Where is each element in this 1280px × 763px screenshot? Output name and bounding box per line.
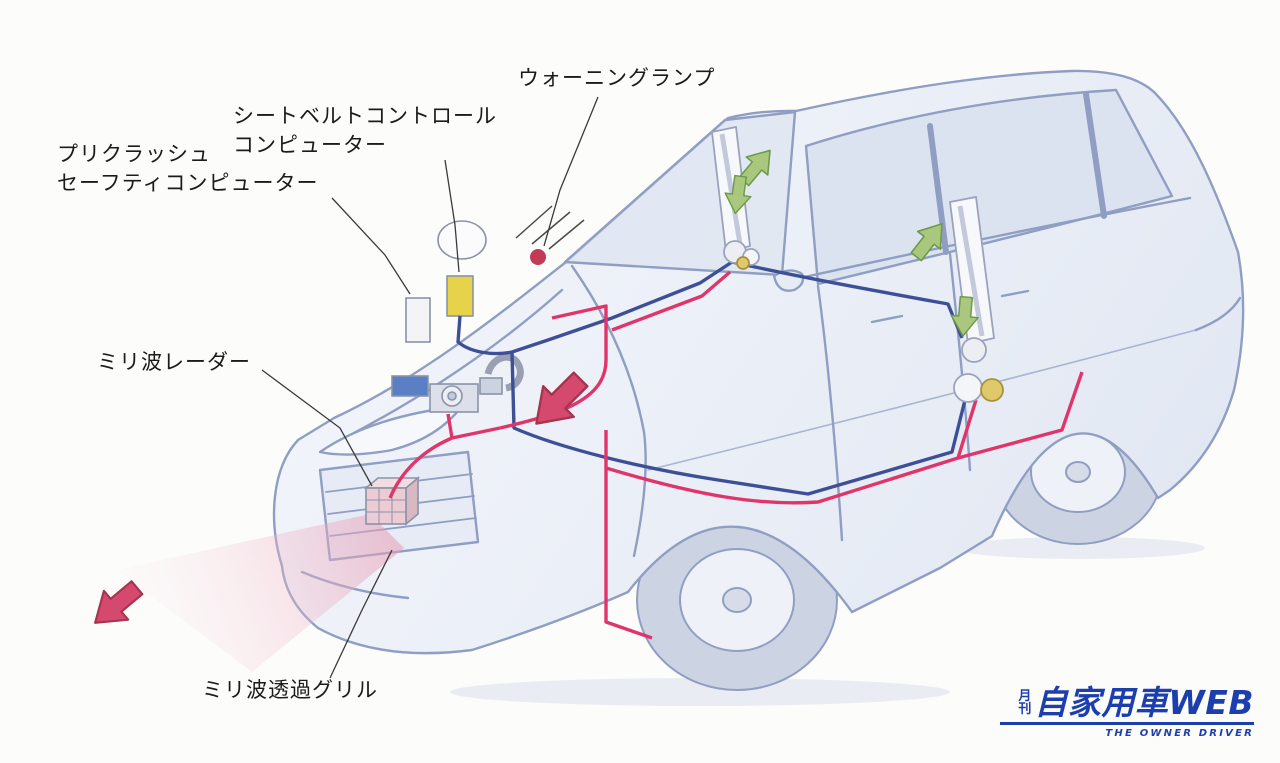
- label-warning-lamp: ウォーニングランプ: [518, 64, 715, 93]
- headlight: [318, 404, 464, 456]
- logo-row: 月刊 自家用車WEB: [1000, 686, 1254, 719]
- label-precrash-computer-line2: セーフティコンピューター: [57, 171, 319, 196]
- leader-warning-lamp: [543, 96, 599, 247]
- radar-beam: [116, 514, 404, 672]
- pink-wire-cowl-loop: [499, 304, 608, 430]
- warning-lamp-dot: [530, 249, 546, 265]
- hood-seam: [350, 288, 564, 436]
- seatbelt-computer-box: [446, 275, 474, 317]
- ecu-blue-box: [391, 375, 429, 397]
- logo-prefix: 月刊: [1018, 688, 1032, 718]
- logo-tagline: THE OWNER DRIVER: [1105, 728, 1254, 739]
- pink-wiring: [388, 270, 1084, 640]
- side-crease-line: [647, 329, 1197, 471]
- front-belt-strap: [719, 133, 743, 245]
- radar-unit-face: [365, 487, 407, 525]
- label-seatbelt-computer-line1: シートベルトコントロール: [233, 104, 497, 128]
- label-mmwave-radar-text: ミリ波レーダー: [97, 350, 251, 374]
- leader-seatbelt-computer: [444, 159, 460, 273]
- pink-wire-front-drop: [604, 430, 653, 640]
- label-warning-lamp-text: ウォーニングランプ: [518, 66, 716, 90]
- pink-wire-beltline: [611, 270, 732, 332]
- front-door-seam: [816, 284, 844, 542]
- rear-lamp-line: [1194, 296, 1242, 332]
- pink-wire-floor-run: [605, 399, 978, 505]
- blue-wire-to-front-retractor: [456, 260, 733, 356]
- beltline: [780, 196, 1192, 284]
- c-pillar-line: [1083, 91, 1107, 219]
- pink-wire-radar-to-ecu: [388, 426, 501, 499]
- blue-wire-beltline: [731, 260, 964, 339]
- rear-retractor: [961, 337, 987, 363]
- rear-belt-strap: [957, 205, 985, 337]
- intake-duct: [484, 353, 524, 392]
- rear-door-seam: [948, 252, 972, 472]
- dome-speaker: [437, 220, 487, 260]
- engine-pulley-center: [447, 391, 457, 401]
- rear-retractor-outer: [953, 373, 983, 403]
- leader-lines: [261, 96, 599, 679]
- components: [363, 220, 524, 526]
- label-mmwave-radar: ミリ波レーダー: [97, 348, 251, 377]
- blue-wiring: [456, 260, 970, 496]
- rear-retractor-gold-ring: [980, 378, 1004, 402]
- shadow-front: [450, 678, 950, 706]
- lamp-rays: [515, 205, 585, 250]
- precrash-computer-box: [405, 297, 431, 343]
- label-seatbelt-computer-line2: コンピューター: [233, 133, 387, 158]
- front-fender-seam: [570, 264, 647, 558]
- pink-wire-ecu-stub: [446, 413, 454, 439]
- label-seatbelt-computer: シートベルトコントロール コンピューター: [233, 102, 497, 161]
- front-hub: [722, 587, 752, 613]
- label-mmwave-grille: ミリ波透過グリル: [202, 676, 378, 705]
- pink-wire-rear-quarter: [957, 371, 1084, 460]
- front-door-handle: [870, 314, 904, 324]
- rear-door-handle: [1000, 289, 1030, 298]
- b-pillar-line: [927, 123, 949, 255]
- blue-wire-floor: [510, 351, 970, 496]
- logo-wordmark: 自家用車WEB: [1034, 683, 1254, 722]
- warning-lamp-group: [515, 205, 585, 265]
- windshield: [563, 110, 797, 277]
- leader-mmwave-grille: [329, 549, 393, 679]
- side-window-glass: [804, 88, 1174, 286]
- label-precrash-computer: プリクラッシュ セーフティコンピューター: [57, 140, 318, 199]
- ground-shadow: [450, 537, 1205, 706]
- label-mmwave-grille-text: ミリ波透過グリル: [202, 678, 378, 702]
- seatbelt-assemblies: [711, 125, 1004, 403]
- shadow-rear: [955, 537, 1205, 559]
- leader-mmwave-radar: [261, 369, 373, 487]
- publisher-logo: 月刊 自家用車WEB THE OWNER DRIVER: [1000, 686, 1254, 739]
- rear-hub: [1065, 461, 1091, 483]
- engine-small-box: [479, 377, 503, 395]
- label-precrash-computer-line1: プリクラッシュ: [57, 142, 211, 166]
- logo-rule: [1000, 722, 1254, 725]
- leader-precrash-computer: [331, 197, 411, 295]
- front-retractor-gold-ring: [736, 256, 750, 270]
